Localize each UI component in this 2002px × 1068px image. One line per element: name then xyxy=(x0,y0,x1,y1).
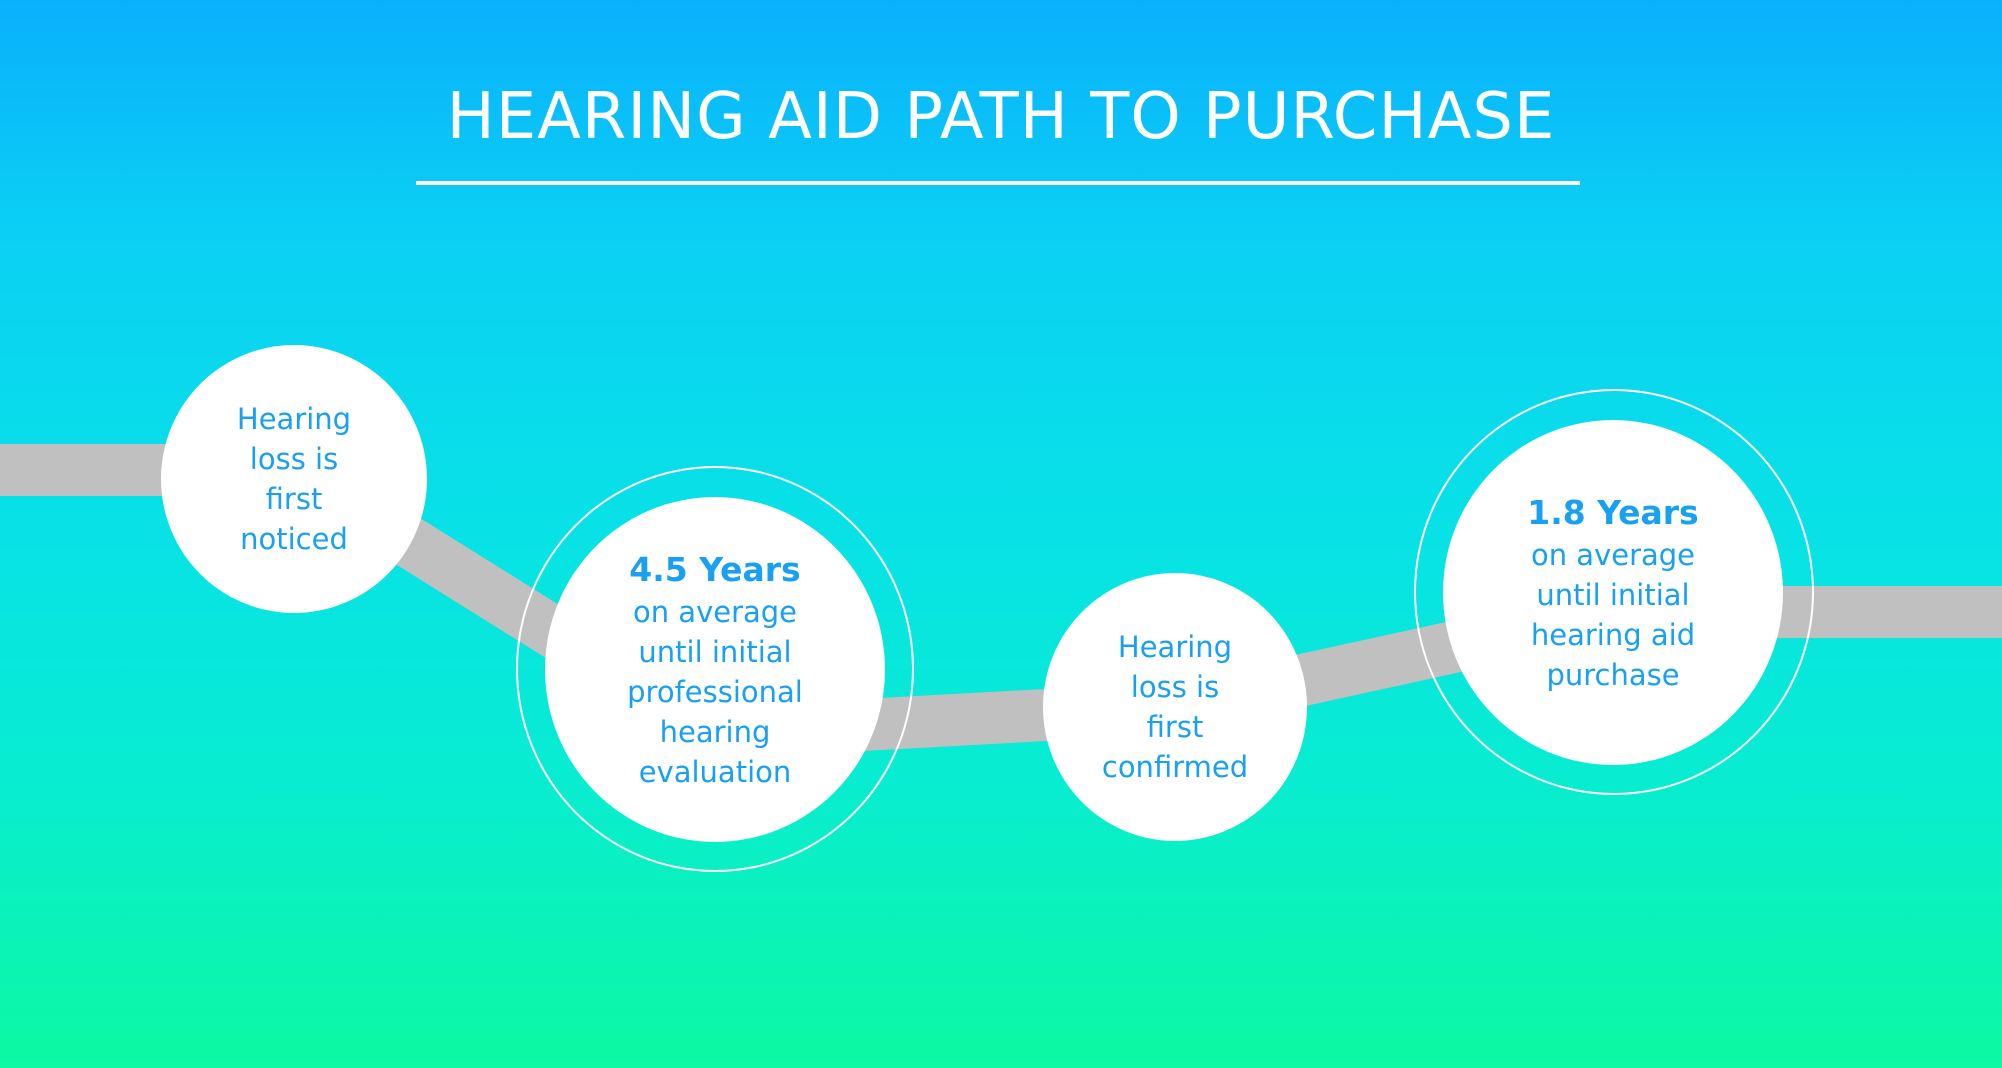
step-ring xyxy=(1414,389,1814,795)
step-ring xyxy=(516,466,914,872)
step-stat: 1.8 Years xyxy=(1527,492,1699,532)
page-title: HEARING AID PATH TO PURCHASE xyxy=(446,80,1556,154)
step-label: on average until initial hearing aid pur… xyxy=(1530,537,1696,692)
step-node-hearing-loss-noticed: Hearing loss is first noticed xyxy=(161,345,427,613)
step-node-hearing-aid-purchase: 1.8 Years on average until initial heari… xyxy=(1443,420,1783,765)
title-underline xyxy=(416,181,1580,185)
step-label: Hearing loss is first confirmed xyxy=(1101,630,1249,784)
step-stat: 4.5 Years xyxy=(629,549,801,589)
step-label: on average until initial professional he… xyxy=(627,594,803,789)
step-node-professional-evaluation: 4.5 Years on average until initial profe… xyxy=(545,497,885,842)
step-node-hearing-loss-confirmed: Hearing loss is first confirmed xyxy=(1043,573,1307,841)
step-label: Hearing loss is first noticed xyxy=(236,402,352,556)
